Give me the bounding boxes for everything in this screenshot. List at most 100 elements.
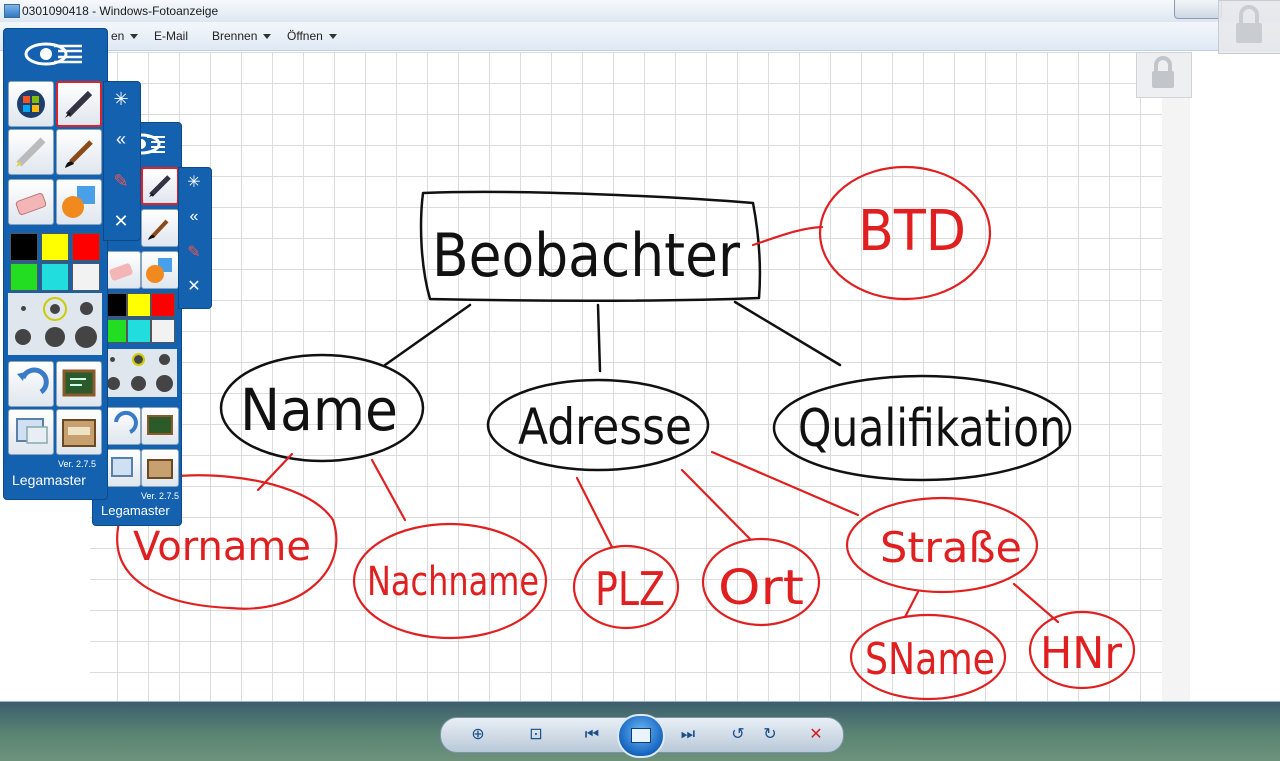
connector-line (383, 303, 472, 367)
lock-icon (1236, 5, 1262, 43)
color-palette (8, 231, 102, 291)
version-label: Ver. 2.7.5 (58, 459, 97, 469)
menu-item-label: Öffnen (287, 29, 323, 43)
undo-icon (114, 410, 138, 434)
connector-line (710, 450, 860, 517)
pen-size-picker[interactable] (8, 293, 102, 355)
color-swatch-black[interactable] (10, 233, 38, 261)
subattribute-ellipse-strasse (845, 496, 1039, 594)
pen-button[interactable] (141, 167, 179, 205)
menu-item-oeffnen[interactable]: Öffnen (287, 29, 337, 43)
delete-icon[interactable]: ✕ (809, 726, 823, 743)
whiteboard-image (90, 52, 1190, 702)
root-entity-label: Beobachter (432, 221, 740, 291)
attribute-ellipse-adresse (486, 378, 710, 472)
window-title: 0301090418 - Windows-Fotoanzeige (22, 4, 219, 18)
color-swatch[interactable] (151, 319, 175, 343)
subattribute-ellipse-plz (572, 544, 680, 630)
connector-line (370, 458, 407, 522)
marker-icon[interactable]: ✎ (113, 171, 129, 191)
new-board-button[interactable] (141, 407, 179, 445)
shapes-button[interactable] (141, 251, 179, 289)
color-swatch-cyan[interactable] (41, 263, 69, 291)
pen-icon (149, 175, 171, 197)
subattribute-ellipse-vorname (116, 474, 338, 610)
toolbox-icon (62, 419, 96, 447)
undo-button[interactable] (103, 407, 141, 445)
shapes-icon (146, 258, 172, 283)
subattribute-label-vorname: Vorname (133, 524, 311, 570)
menu-item-email[interactable]: E-Mail (154, 29, 188, 43)
subattribute-ellipse-sname (849, 613, 1007, 701)
toolbox-button[interactable] (141, 449, 179, 487)
collapse-icon[interactable]: « (189, 208, 199, 225)
subattribute-label-sname: SName (865, 634, 995, 685)
connector-line (903, 590, 920, 619)
menu-item-brennen[interactable]: Brennen (212, 29, 272, 43)
connector-line (733, 300, 842, 367)
screen-icon (111, 457, 133, 477)
close-icon[interactable]: ✕ (113, 211, 129, 231)
next-icon[interactable]: ⏭ (680, 726, 696, 743)
menu-item-label: E-Mail (154, 29, 189, 43)
new-board-icon (147, 415, 173, 435)
menu-item-fix[interactable]: en (111, 29, 139, 43)
eraser-button[interactable] (8, 179, 54, 225)
close-icon[interactable]: ✕ (187, 278, 201, 295)
color-swatch[interactable] (127, 293, 151, 317)
eraser-button[interactable] (103, 251, 141, 289)
undo-button[interactable] (8, 361, 54, 407)
connector-line (680, 468, 752, 541)
attribute-ellipse-name (219, 353, 425, 463)
brush-icon (148, 219, 169, 240)
collapse-icon[interactable]: « (115, 129, 126, 149)
windows-button[interactable] (8, 81, 54, 127)
screen-button[interactable] (8, 409, 54, 455)
color-swatch[interactable] (151, 293, 175, 317)
shapes-button[interactable] (56, 179, 102, 225)
toolbar-side-panel: ✳ « ✎ ✕ (103, 81, 141, 241)
color-swatch-white[interactable] (72, 263, 100, 291)
star-icon[interactable]: ✳ (187, 174, 201, 191)
toolbox-button[interactable] (56, 409, 102, 455)
lock-overlay-small[interactable] (1136, 52, 1192, 98)
new-board-icon (62, 369, 96, 397)
color-swatch-yellow[interactable] (41, 233, 69, 261)
previous-icon[interactable]: ⏮ (584, 726, 600, 743)
attribute-ellipse-qualifikation (772, 374, 1072, 482)
subattribute-label-strasse: Straße (880, 523, 1022, 572)
chevron-down-icon (130, 34, 139, 40)
color-palette (103, 293, 177, 347)
color-swatch[interactable] (127, 319, 151, 343)
new-board-button[interactable] (56, 361, 102, 407)
attribute-label-name: Name (240, 376, 398, 444)
zoom-icon[interactable]: ⊕ (471, 726, 485, 743)
menu-item-label: en (111, 29, 125, 43)
attribute-label-qualifikation: Qualifikation (798, 399, 1066, 459)
pen-icon (65, 90, 93, 118)
legamaster-toolbar[interactable]: Ver. 2.7.5 Legamaster (3, 28, 108, 500)
menu-item-label: Brennen (212, 29, 258, 43)
brush-button[interactable] (141, 209, 179, 247)
lock-overlay[interactable] (1218, 0, 1280, 54)
rotate-left-icon[interactable]: ↺ (731, 726, 745, 743)
color-swatch-green[interactable] (10, 263, 38, 291)
screen-button[interactable] (103, 449, 141, 487)
pen-size-picker[interactable] (103, 349, 177, 397)
star-icon[interactable]: ✳ (113, 89, 129, 109)
brush-button[interactable] (56, 129, 102, 175)
version-label: Ver. 2.7.5 (141, 491, 180, 501)
chevron-down-icon (328, 34, 337, 40)
screen-icon (16, 418, 48, 444)
color-swatch-red[interactable] (72, 233, 100, 261)
menu-bar: en E-Mail Brennen Öffnen (0, 22, 1280, 51)
fit-icon[interactable]: ⊡ (529, 726, 543, 743)
marker-icon[interactable]: ✎ (187, 244, 201, 261)
subattribute-ellipse-ort (701, 537, 821, 627)
slideshow-button[interactable] (617, 714, 665, 758)
pen-button[interactable] (56, 81, 102, 127)
windows-icon (17, 90, 45, 118)
rotate-right-icon[interactable]: ↻ (763, 726, 777, 743)
pencil-button[interactable] (8, 129, 54, 175)
toolbar-side-panel-secondary: ✳ « ✎ ✕ (178, 167, 212, 309)
